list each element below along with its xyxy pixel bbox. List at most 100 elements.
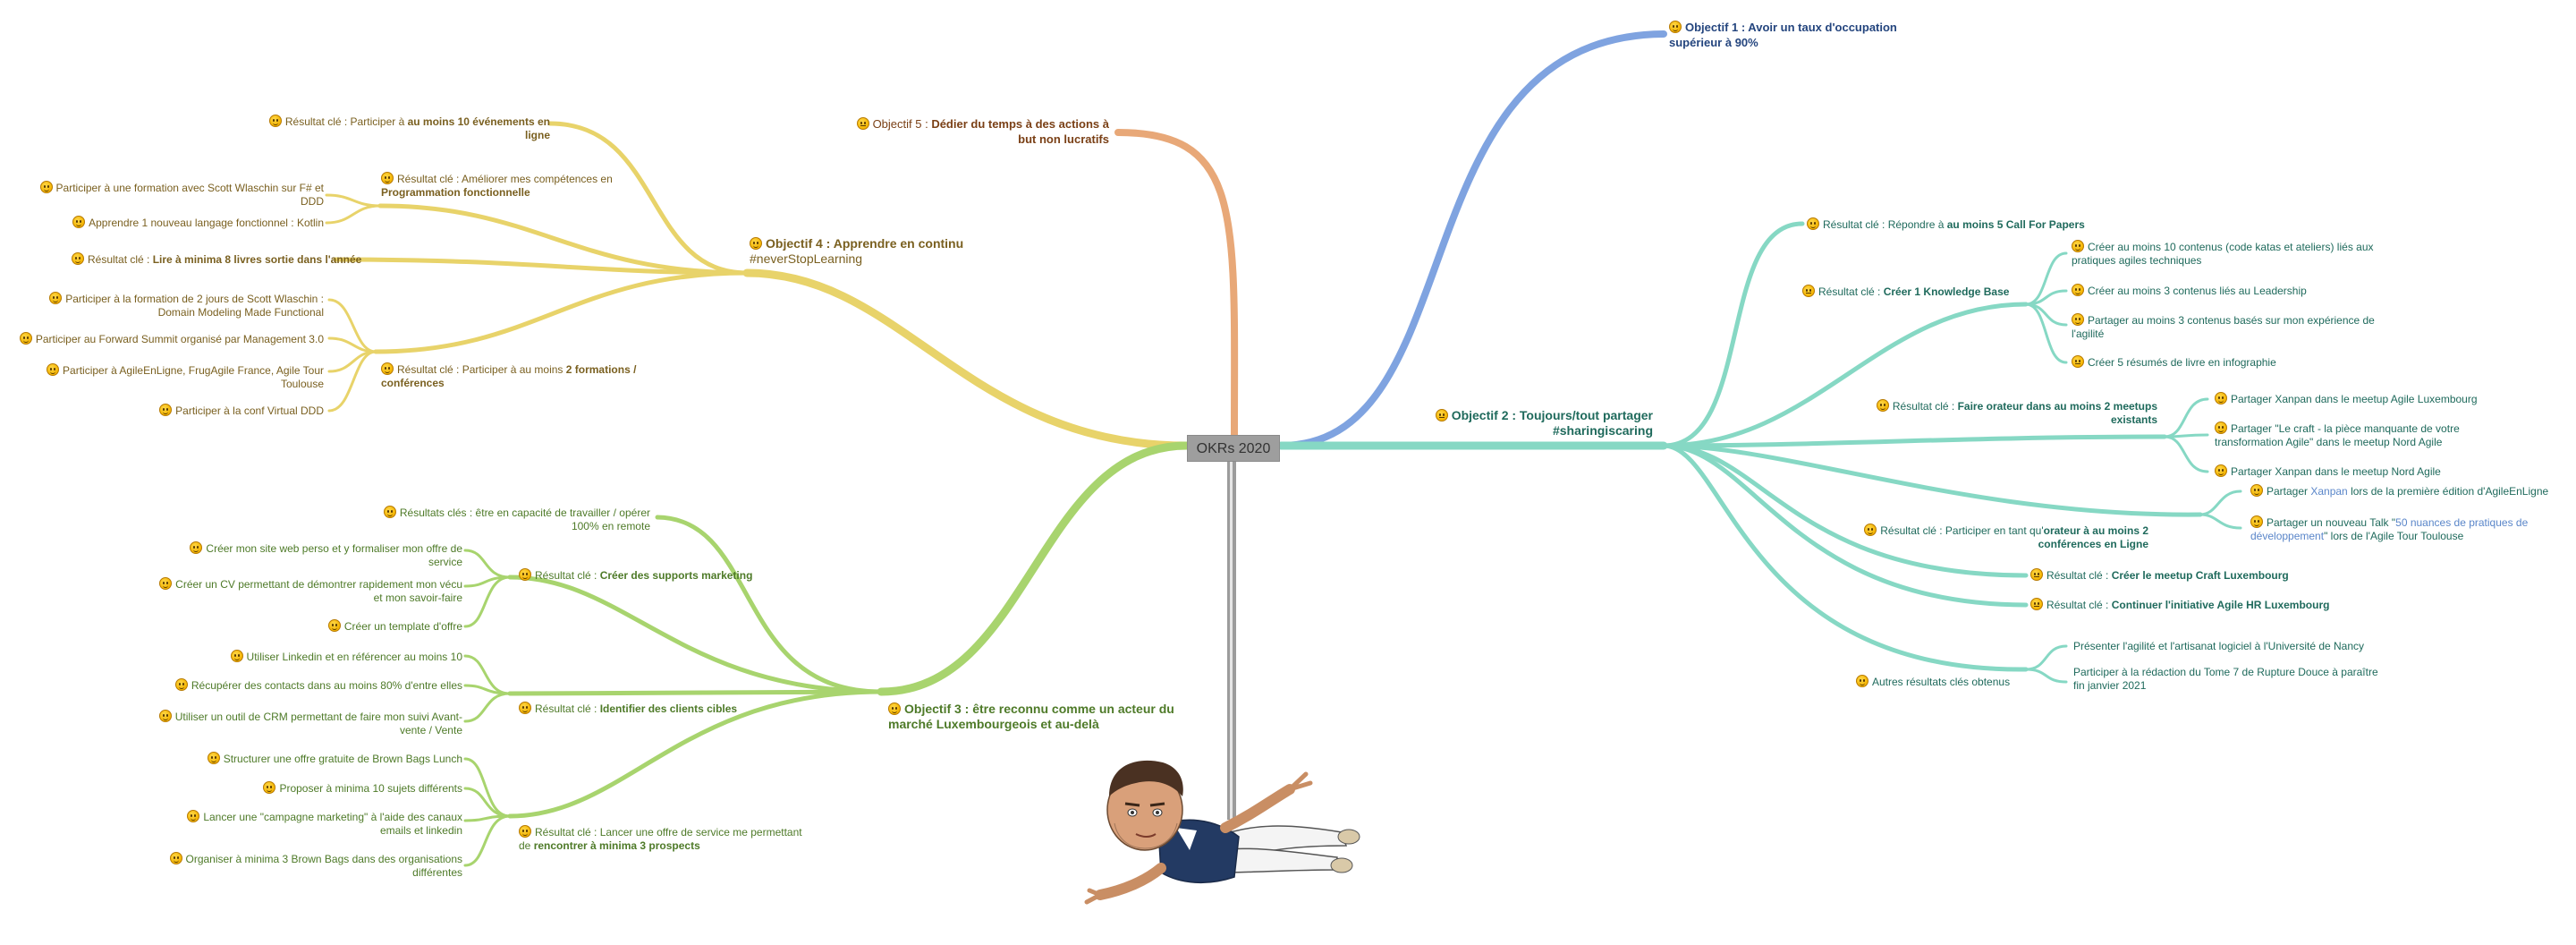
smiley-icon	[158, 710, 172, 722]
smiley-icon	[39, 181, 53, 193]
o4-key-result-trainings[interactable]: Résultat clé : Participer à au moins 2 f…	[381, 362, 637, 389]
neutral-face-icon	[2030, 598, 2043, 610]
smiley-icon	[2250, 515, 2263, 528]
o3-prospects-item-campaign[interactable]: Lancer une "campagne marketing" à l'aide…	[187, 810, 462, 838]
o2-meetup-item-xanpan-lux[interactable]: Partager Xanpan dans le meetup Agile Lux…	[2215, 392, 2478, 406]
smiley-icon	[72, 252, 84, 265]
o2-meetup-item-xanpan-nord[interactable]: Partager Xanpan dans le meetup Nord Agil…	[2215, 464, 2441, 479]
o2-other-item-nancy[interactable]: Présenter l'agilité et l'artisanat logic…	[2073, 640, 2365, 652]
o2-key-result-meetups[interactable]: Résultat clé : Faire orateur dans au moi…	[1876, 399, 2157, 427]
smiley-icon	[1856, 675, 1868, 687]
objective-4-subbranches	[333, 121, 750, 354]
smiley-icon	[2072, 240, 2084, 252]
smiley-icon	[327, 619, 341, 632]
smiley-icon	[2215, 464, 2227, 477]
smiley-icon	[174, 678, 188, 691]
smiley-icon	[1864, 524, 1877, 536]
o3-key-result-prospects[interactable]: Résultat clé : Lancer une offre de servi…	[519, 825, 802, 852]
o2-kb-item-leadership[interactable]: Créer au moins 3 contenus liés au Leader…	[2072, 284, 2307, 298]
smiley-icon	[2215, 421, 2227, 434]
o3-marketing-item-cv[interactable]: Créer un CV permettant de démontrer rapi…	[159, 577, 462, 605]
o3-key-result-clients[interactable]: Résultat clé : Identifier des clients ci…	[519, 702, 737, 716]
smiley-icon	[268, 115, 282, 127]
neutral-face-icon	[2030, 568, 2043, 581]
central-topic[interactable]: OKRs 2020	[1187, 435, 1280, 462]
branch-objective-1	[1277, 30, 1667, 449]
o2-key-result-agile-hr[interactable]: Résultat clé : Continuer l'initiative Ag…	[2030, 598, 2329, 612]
o4-key-result-fp[interactable]: Résultat clé : Améliorer mes compétences…	[381, 172, 613, 199]
objective-2[interactable]: Objectif 2 : Toujours/tout partager #sha…	[1435, 408, 1653, 438]
o3-key-result-marketing[interactable]: Résultat clé : Créer des supports market…	[519, 568, 752, 583]
o3-clients-item-crm[interactable]: Utiliser un outil de CRM permettant de f…	[158, 710, 462, 737]
neutral-face-icon	[1802, 285, 1815, 297]
smiley-icon	[207, 752, 220, 764]
o2-key-result-conferences[interactable]: Résultat clé : Participer en tant qu'ora…	[1864, 524, 2148, 551]
o3-prospects-item-offer[interactable]: Structurer une offre gratuite de Brown B…	[207, 752, 462, 766]
o2-meetup-item-craft[interactable]: Partager "Le craft - la pièce manquante …	[2215, 421, 2460, 448]
smiley-icon	[187, 810, 200, 822]
o3-prospects-item-topics[interactable]: Proposer à minima 10 sujets différents	[263, 781, 462, 796]
smiley-icon	[888, 702, 901, 715]
smiley-icon	[2072, 313, 2084, 326]
smiley-icon	[381, 362, 394, 375]
smiley-icon	[383, 506, 396, 518]
o2-conf-item-agileenligne[interactable]: Partager Xanpan lors de la première édit…	[2250, 484, 2548, 498]
o3-marketing-item-template[interactable]: Créer un template d'offre	[327, 619, 462, 634]
smiley-icon	[519, 702, 531, 714]
o2-kb-item-experience[interactable]: Partager au moins 3 contenus basés sur m…	[2072, 313, 2375, 340]
o2-kb-item-infographics[interactable]: Créer 5 résumés de livre en infographie	[2072, 355, 2276, 370]
o4-fp-item-kotlin[interactable]: Apprendre 1 nouveau langage fonctionnel …	[72, 216, 324, 230]
smiley-icon	[47, 363, 60, 376]
o2-key-result-knowledge-base[interactable]: Résultat clé : Créer 1 Knowledge Base	[1802, 285, 2009, 299]
objective-3-leaf-branches	[463, 549, 512, 867]
o2-key-result-craft-meetup[interactable]: Résultat clé : Créer le meetup Craft Lux…	[2030, 568, 2289, 583]
smiley-icon	[2072, 284, 2084, 296]
smiley-icon	[159, 577, 173, 590]
o3-marketing-item-website[interactable]: Créer mon site web perso et y formaliser…	[190, 541, 462, 569]
smiley-icon	[1807, 217, 1819, 230]
talk-link[interactable]: 50 nuances de pratiques de	[2395, 516, 2529, 529]
o2-key-result-cfp[interactable]: Résultat clé : Répondre à au moins 5 Cal…	[1807, 217, 2085, 232]
objective-3-subbranches	[507, 515, 884, 819]
o2-conf-item-agile-tour[interactable]: Partager un nouveau Talk "50 nuances de …	[2250, 515, 2529, 542]
smiley-icon	[190, 541, 203, 554]
smiley-icon	[159, 404, 173, 416]
objective-2-leaf-branches	[2024, 251, 2242, 684]
objective-4[interactable]: Objectif 4 : Apprendre en continu #never…	[750, 236, 964, 266]
o3-prospects-item-brown-bags[interactable]: Organiser à minima 3 Brown Bags dans des…	[169, 852, 462, 880]
smiley-icon	[519, 568, 531, 581]
o3-clients-item-linkedin[interactable]: Utiliser Linkedin et en référencer au mo…	[230, 650, 462, 664]
o3-key-result-remote[interactable]: Résultats clés : être en capacité de tra…	[383, 506, 650, 533]
smiley-icon	[2250, 484, 2263, 497]
o4-key-result-events[interactable]: Résultat clé : Participer à au moins 10 …	[268, 115, 550, 142]
smiley-icon	[381, 172, 394, 184]
o4-training-item-agileenligne[interactable]: Participer à AgileEnLigne, FrugAgile Fra…	[47, 363, 324, 391]
o4-training-item-forward[interactable]: Participer au Forward Summit organisé pa…	[19, 332, 324, 346]
objective-5[interactable]: Objectif 5 : Dédier du temps à des actio…	[856, 116, 1109, 147]
smiley-icon	[750, 237, 762, 250]
o4-training-item-virtual-ddd[interactable]: Participer à la conf Virtual DDD	[159, 404, 324, 418]
smiley-icon	[2215, 392, 2227, 404]
smiley-icon	[19, 332, 32, 345]
neutral-face-icon	[856, 117, 869, 130]
o2-other-key-results[interactable]: Autres résultats clés obtenus	[1856, 675, 2010, 689]
o2-other-item-rupture-douce[interactable]: Participer à la rédaction du Tome 7 de R…	[2073, 666, 2378, 692]
o4-training-item-wlaschin[interactable]: Participer à la formation de 2 jours de …	[49, 292, 324, 319]
xanpan-link[interactable]: Xanpan	[2310, 485, 2348, 498]
avatar-illustration	[1084, 760, 1360, 905]
neutral-face-icon	[1435, 409, 1448, 421]
smiley-icon	[49, 292, 63, 304]
objective-2-subbranches	[1661, 221, 2203, 672]
smiley-icon	[1876, 399, 1889, 412]
objective-3[interactable]: Objectif 3 : être reconnu comme un acteu…	[888, 702, 1174, 731]
branch-objective-3	[877, 441, 1191, 696]
o2-kb-item-katas[interactable]: Créer au moins 10 contenus (code katas e…	[2072, 240, 2374, 267]
objective-1[interactable]: Objectif 1 : Avoir un taux d'occupation …	[1669, 21, 1897, 49]
o3-clients-item-contacts[interactable]: Récupérer des contacts dans au moins 80%…	[174, 678, 462, 693]
smiley-icon	[519, 825, 531, 838]
o4-key-result-books[interactable]: Résultat clé : Lire à minima 8 livres so…	[72, 252, 361, 267]
branch-objective-4	[742, 268, 1191, 450]
smiley-icon	[230, 650, 243, 662]
o4-fp-item-scott[interactable]: Participer à une formation avec Scott Wl…	[39, 181, 324, 209]
smiley-icon	[263, 781, 276, 794]
